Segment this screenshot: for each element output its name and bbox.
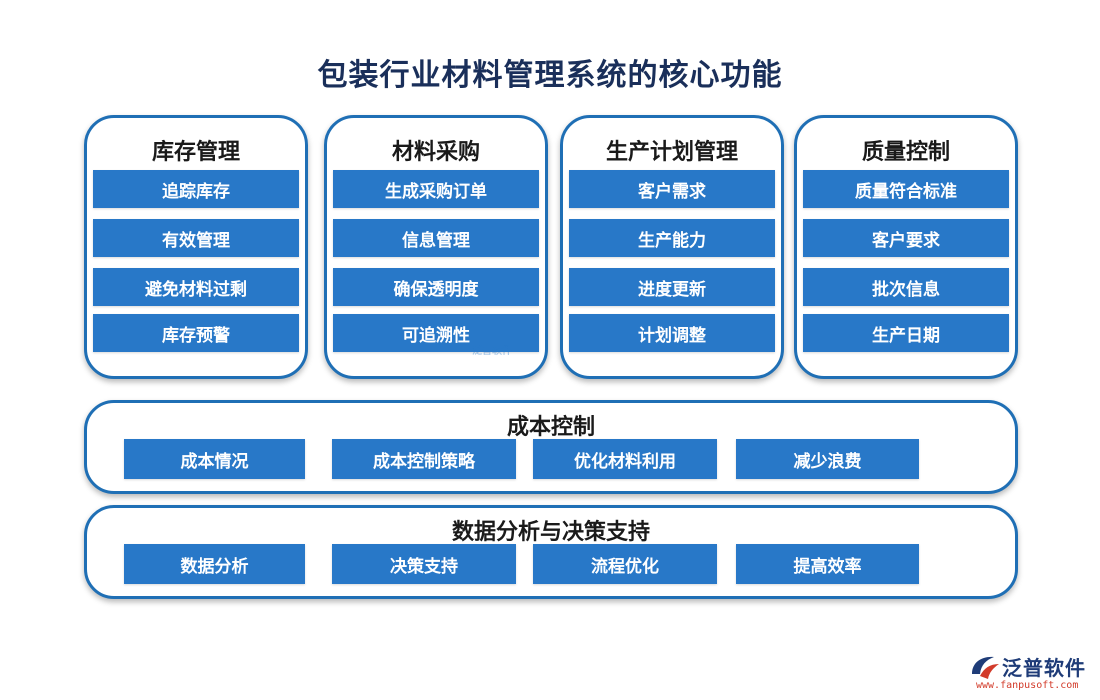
module-data-analysis: 数据分析与决策支持 数据分析 决策支持 流程优化 提高效率 [84,505,1018,599]
module-item: 质量符合标准 [803,170,1009,208]
module-item: 计划调整 [569,314,775,352]
logo-url: www.fanpusoft.com [976,680,1079,691]
module-item: 生产能力 [569,219,775,257]
module-title: 生产计划管理 [605,140,738,165]
brand-logo: 泛普软件 www.fanpusoft.com [966,652,1096,696]
module-item: 减少浪费 [736,439,919,479]
fanpu-logo-icon [972,656,999,679]
watermark: 泛普软件 [472,346,512,357]
module-inventory: 库存管理 追踪库存 有效管理 避免材料过剩 库存预警 [84,115,308,379]
module-item: 可追溯性 [333,314,539,352]
module-title: 成本控制 [506,415,595,440]
module-item: 进度更新 [569,268,775,306]
module-cost-control: 成本控制 成本情况 成本控制策略 优化材料利用 减少浪费 [84,400,1018,494]
module-item: 确保透明度 [333,268,539,306]
page-title: 包装行业材料管理系统的核心功能 [317,58,783,93]
module-item: 客户需求 [569,170,775,208]
module-title: 库存管理 [151,140,240,165]
module-item: 信息管理 [333,219,539,257]
module-item: 流程优化 [533,544,717,584]
module-item: 库存预警 [93,314,299,352]
module-title: 质量控制 [861,140,950,165]
module-title: 数据分析与决策支持 [451,520,650,545]
module-item: 追踪库存 [93,170,299,208]
module-item: 批次信息 [803,268,1009,306]
module-quality-control: 质量控制 质量符合标准 客户要求 批次信息 生产日期 [794,115,1018,379]
module-title: 材料采购 [391,140,480,165]
module-item: 客户要求 [803,219,1009,257]
logo-name: 泛普软件 [1002,656,1086,680]
module-item: 决策支持 [332,544,516,584]
module-item: 生产日期 [803,314,1009,352]
module-item: 有效管理 [93,219,299,257]
module-production-planning: 生产计划管理 客户需求 生产能力 进度更新 计划调整 [560,115,784,379]
module-item: 避免材料过剩 [93,268,299,306]
module-item: 成本情况 [124,439,305,479]
module-item: 优化材料利用 [533,439,717,479]
module-procurement: 材料采购 生成采购订单 信息管理 确保透明度 可追溯性 [324,115,548,379]
module-item: 数据分析 [124,544,305,584]
module-item: 生成采购订单 [333,170,539,208]
module-item: 成本控制策略 [332,439,516,479]
module-item: 提高效率 [736,544,919,584]
